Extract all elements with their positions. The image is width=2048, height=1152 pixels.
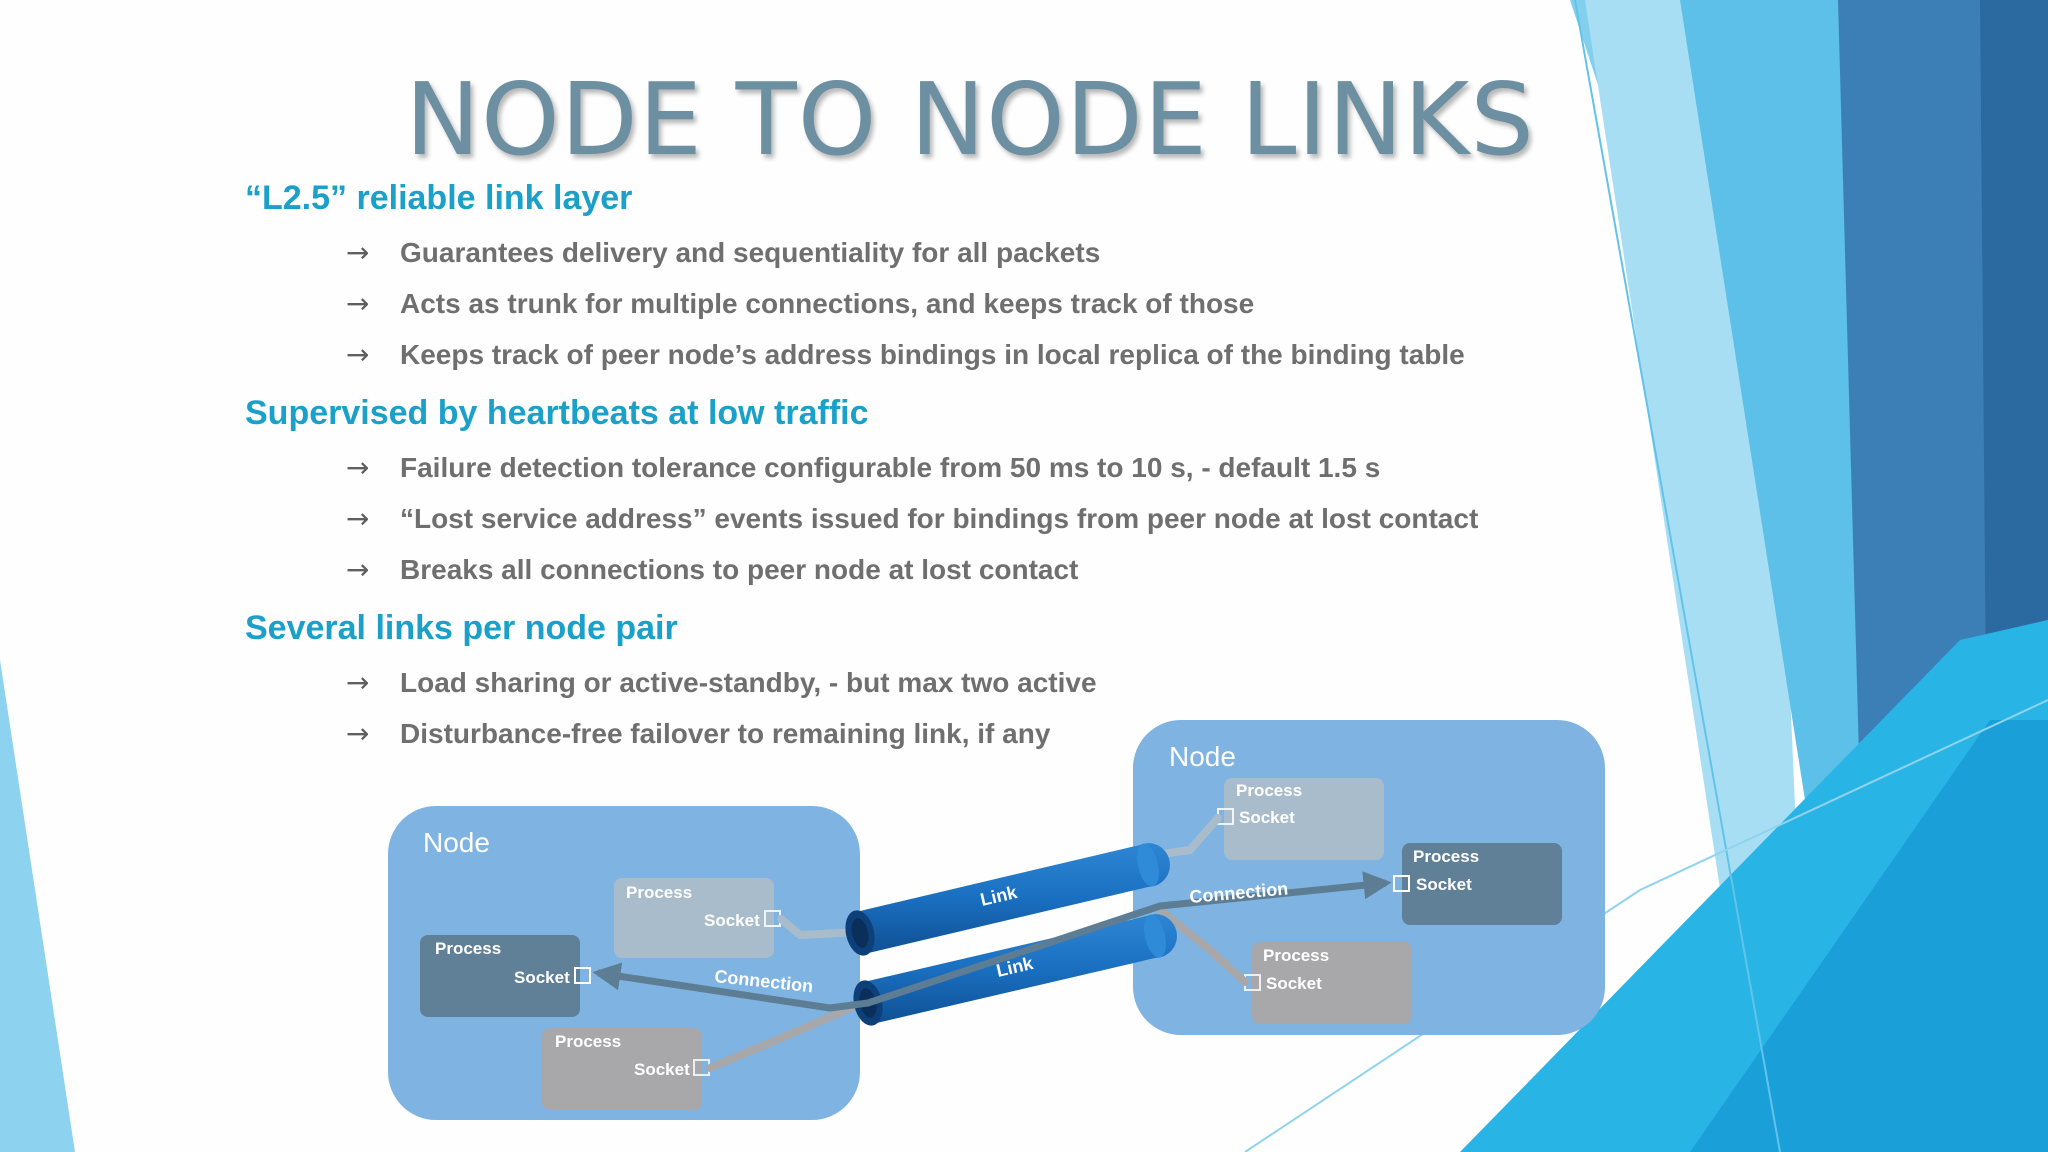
bullet-item: → “Lost service address” events issued fo… — [346, 502, 1478, 536]
process-label: Process — [1413, 847, 1479, 866]
bullet-text: “Lost service address” events issued for… — [400, 503, 1479, 534]
process-label: Process — [555, 1032, 621, 1051]
bullet-item: → Guarantees delivery and sequentiality f… — [346, 236, 1100, 270]
bullet-text: Failure detection tolerance configurable… — [400, 452, 1381, 483]
socket-label: Socket — [1239, 808, 1295, 827]
accent-line — [1574, 0, 1781, 1152]
bullet-text: Acts as trunk for multiple connections, … — [400, 288, 1255, 319]
left-process-box-active — [420, 935, 580, 1017]
socket-port-icon — [574, 967, 591, 984]
arrow-right-icon: → — [346, 287, 370, 320]
socket-port-icon — [1393, 875, 1410, 892]
left-process-box-gray — [542, 1028, 702, 1110]
bullet-text: Breaks all connections to peer node at l… — [400, 554, 1079, 585]
bullet-item: → Keeps track of peer node’s address bind… — [346, 338, 1465, 372]
wire-left-bottom — [706, 999, 866, 1072]
socket-label: Socket — [1416, 875, 1472, 894]
arrow-right-icon: → — [346, 666, 370, 699]
process-label: Process — [1236, 781, 1302, 800]
connection-arrow — [592, 871, 1392, 1012]
right-process-box-muted — [1224, 778, 1384, 860]
bullet-text: Guarantees delivery and sequentiality fo… — [400, 237, 1101, 268]
arrow-right-icon: → — [346, 717, 370, 750]
arrow-right-icon: → — [346, 502, 370, 535]
right-node-label: Node — [1169, 741, 1236, 772]
left-node-label: Node — [423, 827, 490, 858]
socket-label: Socket — [704, 911, 760, 930]
bullet-item: → Failure detection tolerance configurabl… — [346, 451, 1380, 485]
section-heading-link-layer: “L2.5” reliable link layer — [245, 179, 633, 217]
socket-label: Socket — [634, 1060, 690, 1079]
bullet-item: → Breaks all connections to peer node at … — [346, 553, 1078, 587]
arrow-right-icon: → — [346, 338, 370, 371]
arrow-right-icon: → — [346, 553, 370, 586]
bullet-text: Keeps track of peer node’s address bindi… — [400, 339, 1465, 370]
process-label: Process — [626, 883, 692, 902]
section-heading-several-links: Several links per node pair — [245, 609, 678, 647]
arrow-right-icon: → — [346, 451, 370, 484]
bullet-text: Load sharing or active-standby, - but ma… — [400, 667, 1097, 698]
left-corner-shape — [0, 660, 75, 1152]
process-label: Process — [435, 939, 501, 958]
bullet-item: → Acts as trunk for multiple connections,… — [346, 287, 1254, 321]
process-label: Process — [1263, 946, 1329, 965]
arrow-right-icon: → — [346, 236, 370, 269]
bullet-text: Disturbance-free failover to remaining l… — [400, 718, 1051, 749]
right-process-box-active — [1402, 843, 1562, 925]
socket-label: Socket — [1266, 974, 1322, 993]
slide-title: NODE TO NODE LINKS — [405, 61, 1535, 178]
accent-line — [1639, 699, 2048, 891]
bullet-item: → Load sharing or active-standby, - but m… — [346, 666, 1097, 700]
socket-label: Socket — [514, 968, 570, 987]
section-heading-heartbeats: Supervised by heartbeats at low traffic — [245, 394, 869, 432]
bottom-right-deep-panel — [1690, 720, 2048, 1152]
bullet-item: → Disturbance-free failover to remaining … — [346, 717, 1050, 751]
